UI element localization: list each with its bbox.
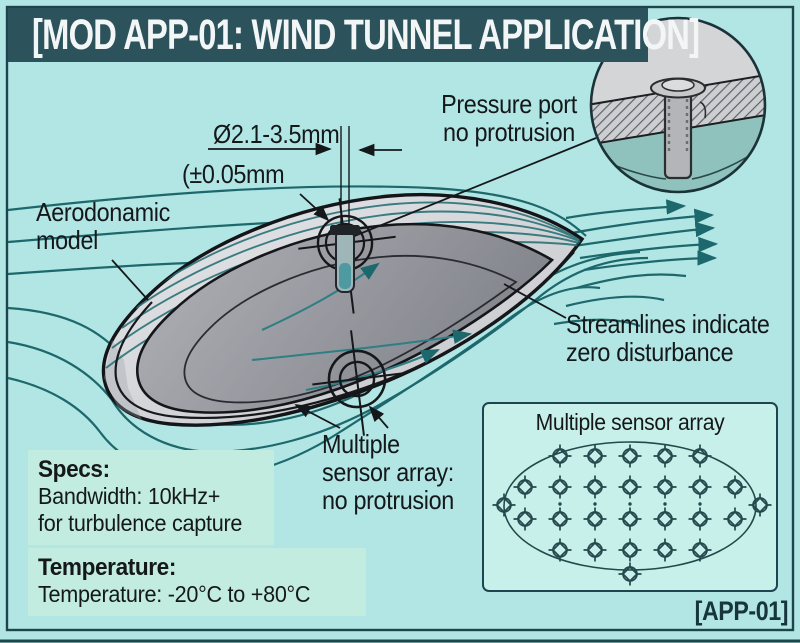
tolerance-label: (±0.05mm [182, 159, 285, 189]
cavity-inner-line [183, 254, 518, 404]
label-leaders [111, 259, 567, 429]
model-label: Aerodonamic model [36, 197, 170, 255]
dimension-lines [208, 142, 402, 222]
temperature-heading: Temperature: [38, 554, 176, 581]
temperature-box: Temperature: Temperature: -20°C to +80°C [28, 548, 366, 616]
streamlines-label: Streamlines indicate zero disturbance [566, 309, 770, 367]
model-nose-shade [104, 340, 142, 420]
sensor-inset-title: Multiple sensor array [535, 409, 725, 435]
sensor-array-crosshair [312, 330, 404, 436]
sensor-array-oval [503, 441, 757, 571]
aerodynamic-model [101, 192, 585, 427]
port-cylinder-tip [339, 263, 351, 289]
sensor-array-svg [492, 441, 772, 586]
footer-tag: [APP-01] [694, 596, 789, 626]
sensor-array-label: Multiple sensor array: no protrusion [322, 429, 454, 515]
sensor-symbols [492, 444, 772, 586]
streamlines-exit-arrows [553, 199, 719, 328]
page-title: [MOD APP-01: WIND TUNNEL APPLICATION] [32, 10, 700, 59]
pressure-port-inset [589, 16, 767, 194]
sensor-dots [558, 502, 702, 506]
title-banner: [MOD APP-01: WIND TUNNEL APPLICATION] [8, 8, 700, 62]
sensor-array-inset: Multiple sensor array [482, 402, 778, 592]
diameter-label: Ø2.1-3.5mm [213, 119, 340, 149]
panel-border [0, 5, 800, 643]
specs-heading: Specs: [38, 456, 110, 483]
specs-box: Specs: Bandwidth: 10kHz+ for turbulence … [28, 450, 274, 545]
port-flange-cap [330, 225, 360, 235]
pressure-port-assembly [208, 126, 402, 314]
hull-inner-wall-line [114, 251, 575, 420]
inset-callout-line [351, 137, 597, 238]
pressure-port-label: Pressure port no protrusion [441, 89, 577, 147]
inset-sensor-cylinder [650, 77, 707, 180]
